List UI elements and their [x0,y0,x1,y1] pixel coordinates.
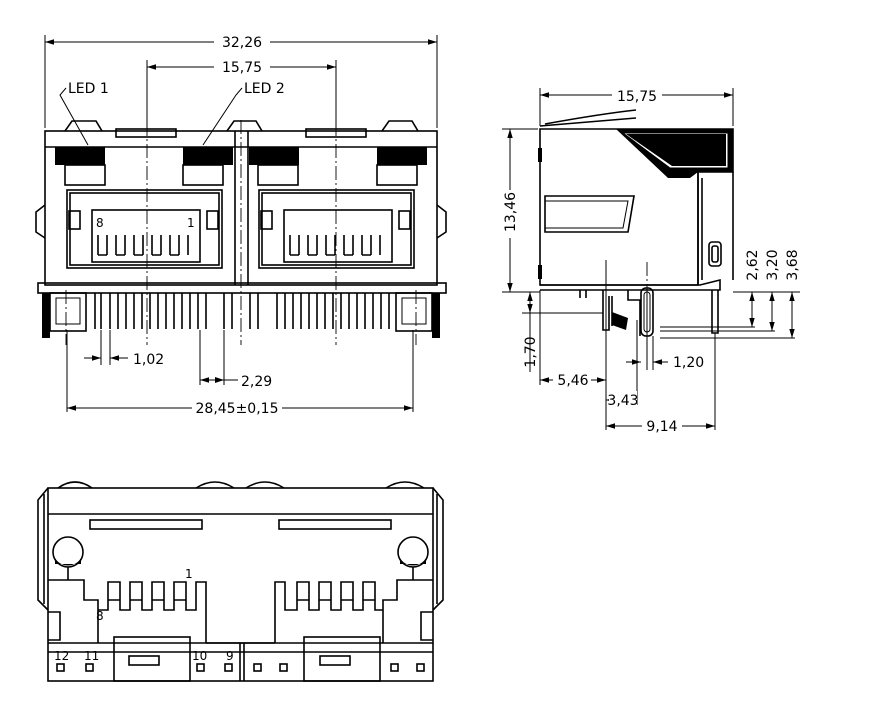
port-pitch-dim: 15,75 [222,60,262,76]
side-d2-dim: 3,43 [607,393,638,409]
bottom-pin10-label: 10 [192,649,207,663]
side-d3-dim: 9,14 [646,419,677,435]
overall-width-dim: 32,26 [222,35,262,51]
side-depth-dim: 15,75 [617,89,657,105]
pin-gap-dim: 2,29 [241,374,272,390]
bottom-view: 1 8 12 11 10 9 [37,481,444,682]
port-left-cavity [66,189,223,269]
bottom-pin8-label: 8 [96,609,104,623]
side-height-dim: 13,46 [503,192,519,232]
bottom-pin12-label: 12 [54,649,69,663]
side-pin-dia-dim: 1,20 [673,355,704,371]
led2-label: LED 2 [244,81,285,97]
side-pin-len-dim: 1,70 [523,336,539,367]
side-view: 15,75 13,46 [502,86,801,435]
bottom-pin11-label: 11 [84,649,99,663]
contact-pin1-label: 1 [187,216,195,230]
pin-pitch-dim: 1,02 [133,352,164,368]
contact-pin8-label: 8 [96,216,104,230]
side-d1-dim: 5,46 [557,373,588,389]
front-view: 32,26 15,75 LED 1 LED 2 [35,33,447,417]
led1-label: LED 1 [68,81,109,97]
side-h1-dim: 2,62 [745,249,761,280]
bottom-pin1-label: 1 [185,567,193,581]
bottom-pin9-label: 9 [226,649,234,663]
port-right-cavity [258,189,415,269]
pin-span-dim: 28,45±0,15 [196,401,279,417]
side-h2-dim: 3,20 [765,249,781,280]
side-h3-dim: 3,68 [785,249,801,280]
